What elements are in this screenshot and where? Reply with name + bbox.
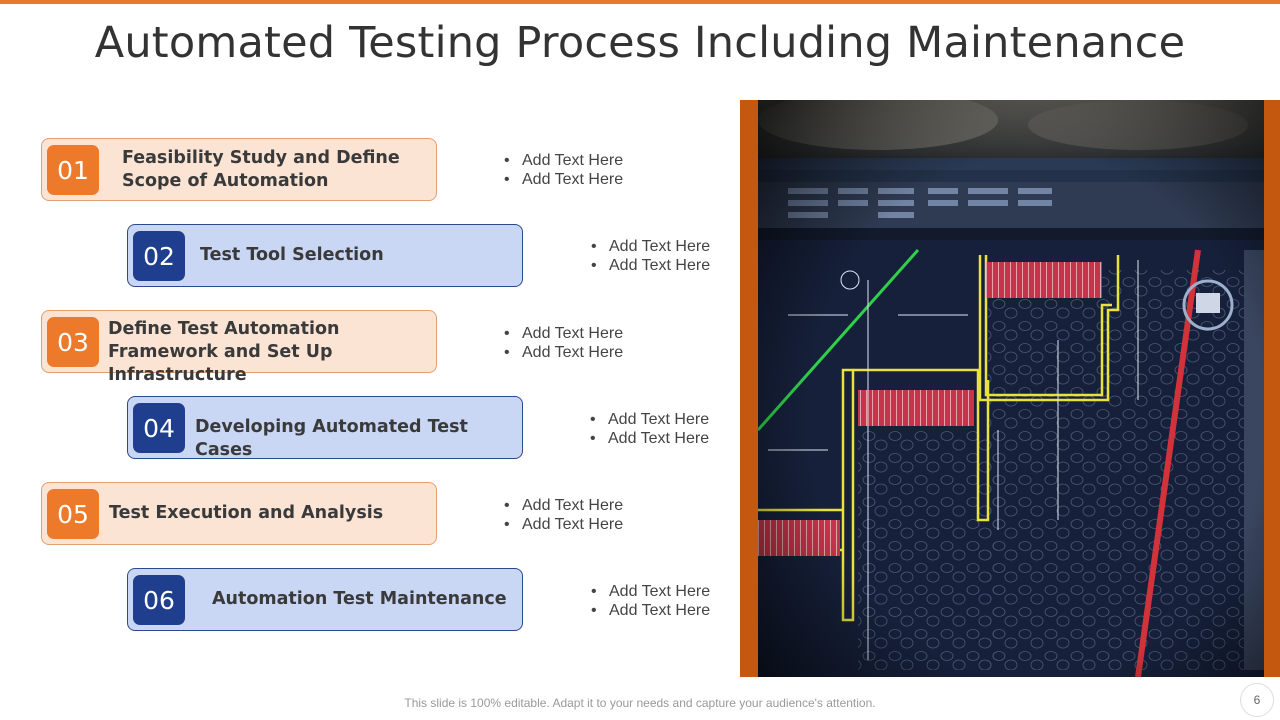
step-01-bullets: Add Text Here Add Text Here <box>504 151 623 189</box>
bullet-item: Add Text Here <box>591 237 710 256</box>
bullet-item: Add Text Here <box>591 582 710 601</box>
step-01-number: 01 <box>47 145 99 195</box>
step-01-label: Feasibility Study and Define Scope of Au… <box>122 147 422 193</box>
step-05-number: 05 <box>47 489 99 539</box>
bullet-item: Add Text Here <box>504 170 623 189</box>
cad-screen-photo <box>758 100 1264 677</box>
step-02-label: Test Tool Selection <box>200 244 510 267</box>
top-accent-bar <box>0 0 1280 4</box>
bullet-item: Add Text Here <box>504 496 623 515</box>
step-06-box: 06 Automation Test Maintenance <box>127 568 523 631</box>
cad-drawing-illustration <box>758 100 1264 677</box>
bullet-item: Add Text Here <box>504 324 623 343</box>
bullet-item: Add Text Here <box>590 410 709 429</box>
step-04-number: 04 <box>133 403 185 453</box>
step-02-box: 02 Test Tool Selection <box>127 224 523 287</box>
bullet-item: Add Text Here <box>590 429 709 448</box>
bullet-item: Add Text Here <box>591 601 710 620</box>
step-04-label: Developing Automated Test Cases <box>195 416 515 462</box>
step-03-label: Define Test Automation Framework and Set… <box>108 318 433 387</box>
step-02-bullets: Add Text Here Add Text Here <box>591 237 710 275</box>
bullet-item: Add Text Here <box>504 151 623 170</box>
bullet-item: Add Text Here <box>504 515 623 534</box>
bullet-item: Add Text Here <box>591 256 710 275</box>
step-04-bullets: Add Text Here Add Text Here <box>590 410 709 448</box>
step-06-label: Automation Test Maintenance <box>212 588 512 611</box>
step-02-number: 02 <box>133 231 185 281</box>
step-05-bullets: Add Text Here Add Text Here <box>504 496 623 534</box>
step-03-bullets: Add Text Here Add Text Here <box>504 324 623 362</box>
step-06-bullets: Add Text Here Add Text Here <box>591 582 710 620</box>
step-05-label: Test Execution and Analysis <box>109 502 429 525</box>
step-06-number: 06 <box>133 575 185 625</box>
step-01-box: 01 Feasibility Study and Define Scope of… <box>41 138 437 201</box>
step-03-number: 03 <box>47 317 99 367</box>
step-05-box: 05 Test Execution and Analysis <box>41 482 437 545</box>
step-03-box: 03 Define Test Automation Framework and … <box>41 310 437 373</box>
page-number: 6 <box>1240 683 1274 717</box>
footer-note: This slide is 100% editable. Adapt it to… <box>0 696 1280 710</box>
step-04-box: 04 Developing Automated Test Cases <box>127 396 523 459</box>
bullet-item: Add Text Here <box>504 343 623 362</box>
slide-title: Automated Testing Process Including Main… <box>0 18 1280 68</box>
